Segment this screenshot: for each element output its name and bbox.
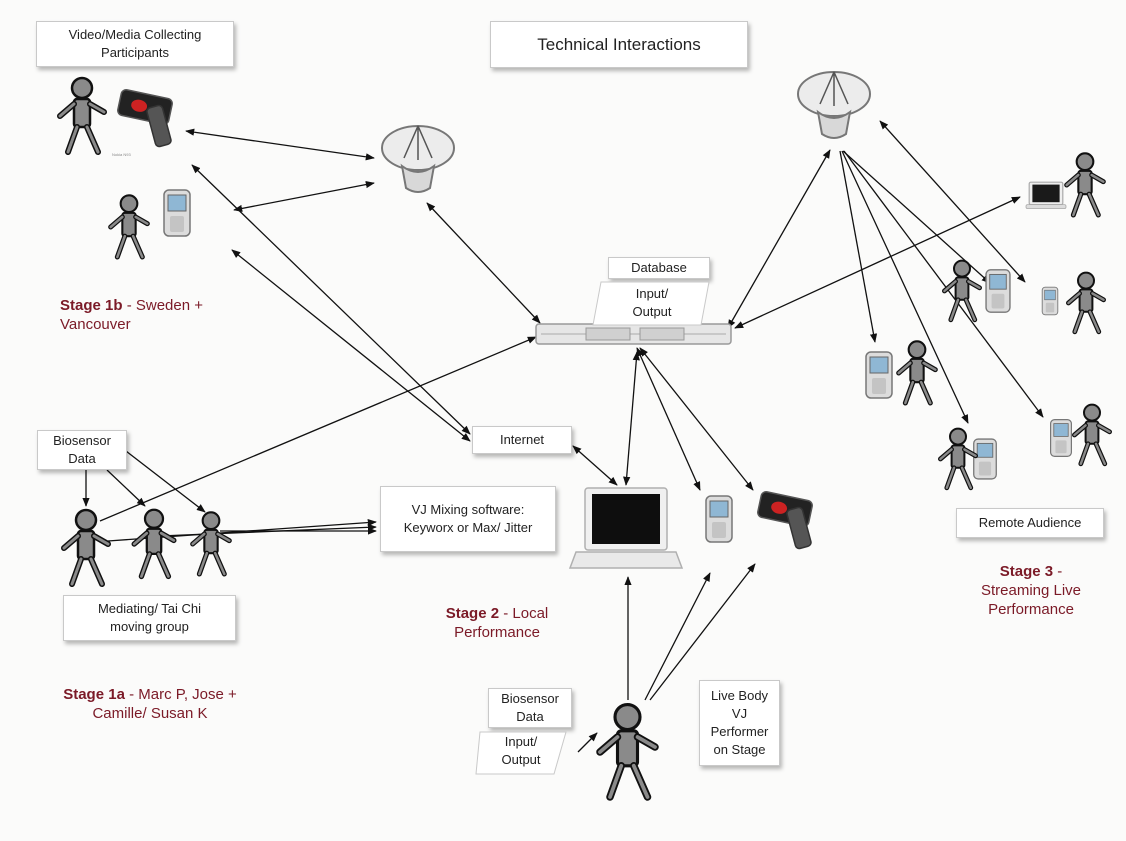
arrow-biosensor-fig3 (125, 450, 206, 513)
internet-box: Internet (472, 426, 572, 454)
satellite-dish-icon-right (797, 71, 871, 139)
arrow-performer-phone3 (644, 572, 711, 701)
stage-1a-label: Stage 1a - Marc P, Jose + Camille/ Susan… (62, 685, 238, 723)
io-shape-top (592, 281, 710, 326)
video-media-box: Video/Media Collecting Participants (36, 21, 234, 67)
stage-3-text: - Streaming Live Performance (980, 563, 1082, 618)
svg-text:Nokia N93: Nokia N93 (112, 152, 131, 157)
arrow-performer-phone4 (649, 563, 756, 701)
camera-phone-icon-stage2-b (755, 490, 815, 551)
stage-2-title: Stage 2 (445, 605, 500, 622)
stage-2-text: - Local Performance (454, 605, 549, 641)
vj-mixing-box: VJ Mixing software: Keyworx or Max/ Jitt… (380, 486, 556, 552)
arrow-dish2-phone6 (841, 150, 969, 424)
stage-1a-title: Stage 1a (63, 686, 125, 703)
arrow-phone2-dish1 (233, 180, 375, 213)
live-body-box: Live Body VJ Performer on Stage (699, 680, 780, 766)
io-box-bottom: Input/ Output (501, 734, 541, 767)
arrow-internet-laptop (572, 445, 618, 486)
group-figure-icon-3 (193, 512, 230, 574)
performer-figure-icon (600, 705, 655, 798)
audience-figure-icon-5 (940, 429, 975, 488)
stage-1b-text: - Sweden + Vancouver (60, 297, 203, 333)
arrow-dish2-phone8 (843, 150, 1044, 418)
biosensor-box-left: Biosensor Data (37, 430, 127, 470)
arrow-server-phone4 (639, 347, 754, 491)
laptop-icon-remote (1025, 181, 1067, 210)
stage-3-label: Stage 3 - Streaming Live Performance (966, 562, 1096, 619)
phone-icon-remote-4 (972, 438, 998, 480)
arrow-server-phone3 (636, 347, 701, 491)
audience-figure-icon-6 (1074, 405, 1109, 464)
diagram-title: Technical Interactions (490, 21, 748, 68)
arrow-phone1-dish1 (185, 128, 375, 161)
stage-1b-label: Stage 1b - Sweden + Vancouver (60, 296, 240, 334)
audience-figure-icon-4 (899, 341, 936, 403)
phone-icon-remote-5 (1049, 419, 1073, 457)
phone-icon-stage2-a (705, 495, 733, 543)
participant-figure-icon-2 (111, 195, 148, 257)
stage-1b-title: Stage 1b (60, 297, 123, 314)
laptop-icon (568, 487, 684, 569)
arrow-server-laptop (623, 351, 640, 486)
stage-3-title: Stage 3 (999, 563, 1054, 580)
arrow-phone2-internet (231, 249, 471, 442)
arrow-biosensor-fig2 (106, 469, 146, 507)
phone-icon-2 (163, 189, 191, 237)
arrow-group-server (99, 336, 537, 522)
phone-icon-remote-1 (865, 351, 893, 399)
camera-phone-icon-1 (115, 88, 175, 149)
io-shape-bottom (475, 731, 567, 775)
arrow-dish2-phone5 (839, 150, 878, 343)
satellite-dish-icon-left (381, 125, 455, 193)
mediating-box: Mediating/ Tai Chi moving group (63, 595, 236, 641)
remote-audience-box: Remote Audience (956, 508, 1104, 538)
connection-arrows (82, 120, 1044, 753)
stage-2-label: Stage 2 - Local Performance (422, 604, 572, 642)
phone-icon-remote-3 (1041, 286, 1059, 316)
group-figure-icon-2 (134, 510, 174, 577)
arrow-dish2-server (727, 149, 831, 329)
phone-icon-remote-2 (985, 269, 1011, 313)
stage-1a-text: - Marc P, Jose + Camille/ Susan K (92, 686, 237, 722)
arrow-server-laptop2 (734, 196, 1021, 329)
participant-figure-icon-1 (60, 78, 104, 152)
audience-figure-icon-1 (1067, 153, 1104, 215)
audience-figure-icon-3 (1068, 273, 1103, 332)
database-box: Database (608, 257, 710, 279)
io-box-top: Input/ Output (632, 286, 672, 319)
arrow-dish2-phone9 (879, 120, 1026, 283)
biosensor-box-bottom: Biosensor Data (488, 688, 572, 728)
arrow-dish1-server (426, 202, 541, 324)
arrow-io-performer (577, 732, 598, 753)
